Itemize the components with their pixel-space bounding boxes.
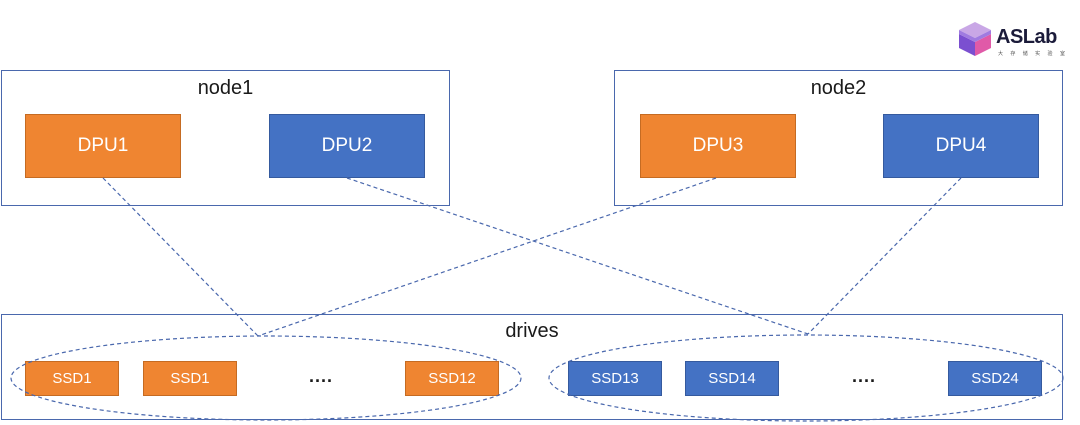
ssd1-box: SSD1 — [25, 361, 119, 396]
ssd1-second-box: SSD1 — [143, 361, 237, 396]
group1-ellipsis: .... — [308, 366, 333, 386]
aslab-logo-icon — [959, 22, 991, 56]
ssd14-box: SSD14 — [685, 361, 779, 396]
drives-title: drives — [505, 320, 559, 342]
dpu2-box: DPU2 — [269, 114, 425, 178]
ssd24-box: SSD24 — [948, 361, 1042, 396]
group2-ellipsis: .... — [851, 366, 876, 386]
node1-title: node1 — [197, 77, 254, 99]
node2-title: node2 — [810, 77, 867, 99]
dpu1-box: DPU1 — [25, 114, 181, 178]
dpu4-box: DPU4 — [883, 114, 1039, 178]
logo-subtext: 大 存 储 实 验 室 — [998, 51, 1068, 57]
dpu3-box: DPU3 — [640, 114, 796, 178]
ssd12-box: SSD12 — [405, 361, 499, 396]
aslab-logo — [957, 20, 1067, 60]
logo-text: ASLab — [996, 26, 1057, 48]
ssd13-box: SSD13 — [568, 361, 662, 396]
